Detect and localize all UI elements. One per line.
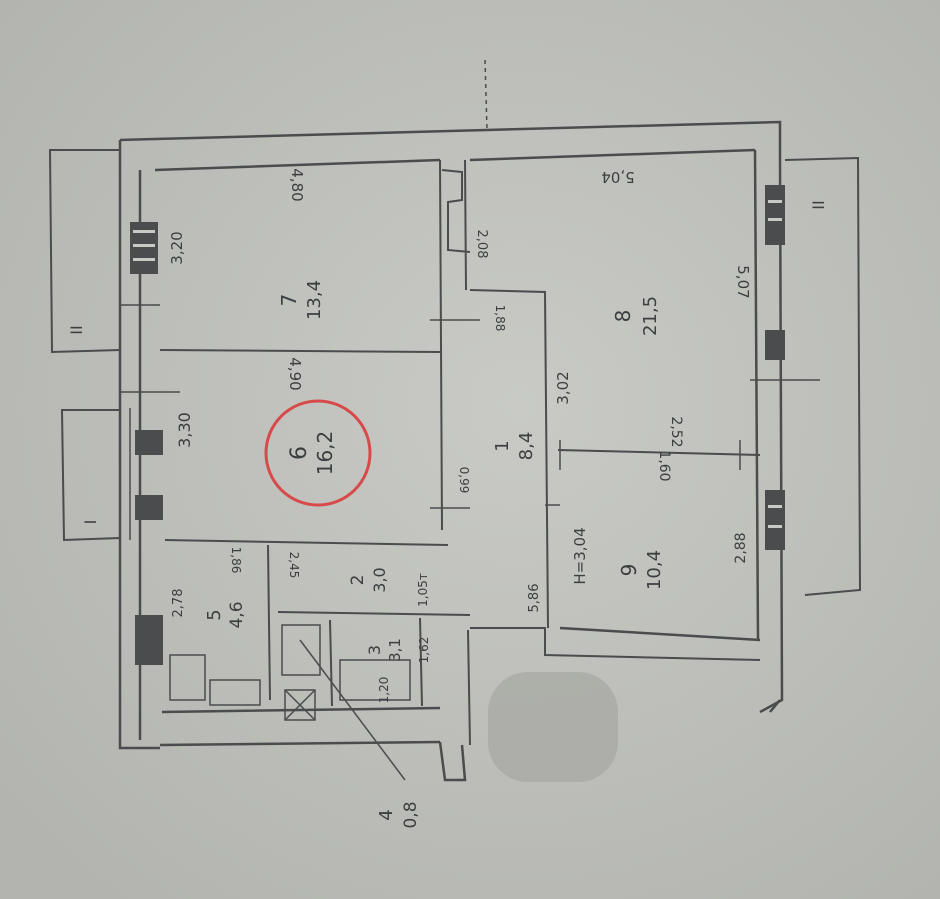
room-9-area: 10,4 [644,550,665,590]
room-1-number: 1 [492,440,513,451]
room-5-number: 5 [204,609,225,620]
window-gaps [133,200,782,528]
dim-5-04: 5,04 [601,168,634,186]
dim-3-02: 3,02 [554,371,572,404]
dim-1-86: 1,86 [229,547,243,574]
section-mark-right-top: II [809,200,828,209]
dim-1-20: 1,20 [377,677,391,704]
dim-h-3-04: H=3,04 [571,527,589,584]
room-8-area: 21,5 [640,296,661,336]
dim-1-62: 1,62 [417,637,431,664]
paper-stain [488,672,618,782]
room-8-number: 8 [611,310,635,323]
room-5-area: 4,6 [227,601,247,628]
dim-5-07: 5,07 [734,265,752,298]
section-mark-left-bottom: I [81,520,100,525]
dim-1-60: 1,60 [656,450,672,481]
dim-3-30: 3,30 [175,412,194,448]
dim-2-08: 2,08 [474,230,489,259]
dim-2-52: 2,52 [668,416,684,447]
room-4-number: 4 [376,809,397,820]
room-9-number: 9 [617,564,641,577]
room-7-number: 7 [277,294,301,307]
dim-3-20: 3,20 [168,231,186,264]
dim-2-45: 2,45 [287,552,301,579]
room-6-area: 16,2 [313,431,337,476]
highlight-circle-room-6 [264,399,372,507]
dim-1-05: 1,05т [416,573,430,607]
dimension-lines [120,59,820,540]
section-mark-left-top: II [67,325,86,334]
room-7-area: 13,4 [304,280,325,320]
room-3-number: 3 [365,645,384,655]
dim-4-80: 4,80 [288,168,306,201]
dim-0-99: 0,99 [457,467,471,494]
room-6-number: 6 [287,446,312,460]
dim-1-88: 1,88 [493,305,507,332]
interior-walls [48,149,862,746]
dim-4-90: 4,90 [286,357,304,390]
room-2-number: 2 [348,575,368,586]
bath-fixtures [169,624,411,781]
room-1-area: 8,4 [516,432,537,461]
room-3-area: 3,1 [386,638,404,662]
room-2-area: 3,0 [370,567,389,592]
dim-5-86: 5,86 [527,584,542,613]
dim-2-88: 2,88 [733,532,749,563]
dim-2-78: 2,78 [171,589,186,618]
room-4-area: 0,8 [401,801,421,828]
